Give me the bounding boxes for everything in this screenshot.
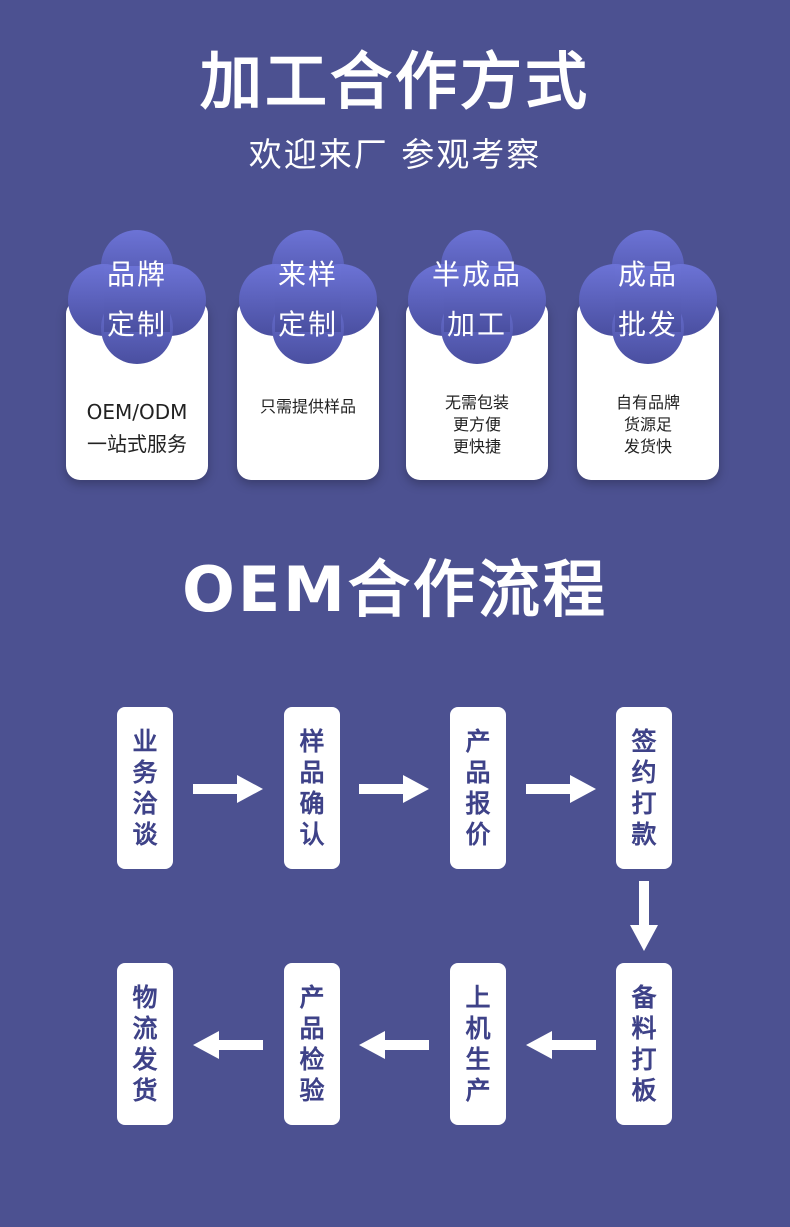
card-desc: OEM/ODM 一站式服务	[66, 396, 208, 460]
step-material-prep: 备料打板	[616, 963, 672, 1125]
step-label: 物流发货	[132, 983, 158, 1105]
arrow-right-icon	[526, 775, 596, 803]
page-title: 加工合作方式	[199, 45, 590, 118]
cloud-label-line: 定制	[277, 308, 338, 341]
cloud-label-line: 成品	[617, 258, 678, 291]
step-production: 上机生产	[450, 963, 506, 1125]
step-label: 产品报价	[465, 727, 491, 849]
step-label: 上机生产	[465, 983, 491, 1105]
card-desc-line: 更快捷	[452, 437, 501, 456]
cloud-label-line: 定制	[106, 308, 167, 341]
arrow-left-icon	[359, 1031, 429, 1059]
step-shipping: 物流发货	[117, 963, 173, 1125]
process-title: OEM合作流程	[182, 553, 608, 626]
cloud-label: 半成品 加工	[406, 250, 548, 350]
step-quote: 产品报价	[450, 707, 506, 869]
cloud-label: 品牌 定制	[66, 250, 208, 350]
arrow-right-icon	[359, 775, 429, 803]
step-sample-confirm: 样品确认	[284, 707, 340, 869]
cloud-label-line: 品牌	[106, 258, 167, 291]
page-subtitle: 欢迎来厂 参观考察	[248, 135, 542, 174]
step-label: 样品确认	[299, 727, 325, 849]
cloud-shape-icon	[68, 230, 206, 364]
card-desc-line: OEM/ODM	[86, 400, 188, 424]
step-label: 签约打款	[631, 727, 657, 849]
cloud-label: 来样 定制	[237, 250, 379, 350]
card-desc-line: 自有品牌	[615, 393, 680, 412]
arrow-down-icon	[630, 881, 658, 951]
arrow-right-icon	[193, 775, 263, 803]
card-desc: 自有品牌 货源足 发货快	[577, 392, 719, 458]
cloud-badge-sample: 来样 定制	[237, 228, 379, 370]
card-desc-line: 发货快	[623, 437, 672, 456]
cloud-badge-semi: 半成品 加工	[406, 228, 548, 370]
arrow-left-icon	[193, 1031, 263, 1059]
card-desc-line: 无需包装	[444, 393, 509, 412]
cloud-badge-brand: 品牌 定制	[66, 228, 208, 370]
cloud-label-line: 半成品	[431, 258, 522, 291]
cloud-label-line: 加工	[446, 308, 507, 341]
step-sign-pay: 签约打款	[616, 707, 672, 869]
cloud-shape-icon	[239, 230, 377, 364]
step-business-talk: 业务洽谈	[117, 707, 173, 869]
step-label: 备料打板	[631, 983, 657, 1105]
cloud-shape-icon	[408, 230, 546, 364]
cloud-label-line: 批发	[617, 308, 678, 341]
card-desc: 无需包装 更方便 更快捷	[406, 392, 548, 458]
arrow-left-icon	[526, 1031, 596, 1059]
step-inspection: 产品检验	[284, 963, 340, 1125]
cloud-shape-icon	[579, 230, 717, 364]
card-desc-line: 一站式服务	[87, 432, 187, 456]
card-desc-line: 更方便	[452, 415, 501, 434]
step-label: 产品检验	[299, 983, 325, 1105]
card-desc-line: 只需提供样品	[259, 397, 356, 416]
step-label: 业务洽谈	[132, 727, 158, 849]
card-desc-line: 货源足	[623, 415, 672, 434]
cloud-label-line: 来样	[277, 258, 338, 291]
cloud-label: 成品 批发	[577, 250, 719, 350]
card-desc: 只需提供样品	[237, 396, 379, 418]
cloud-badge-wholesale: 成品 批发	[577, 228, 719, 370]
